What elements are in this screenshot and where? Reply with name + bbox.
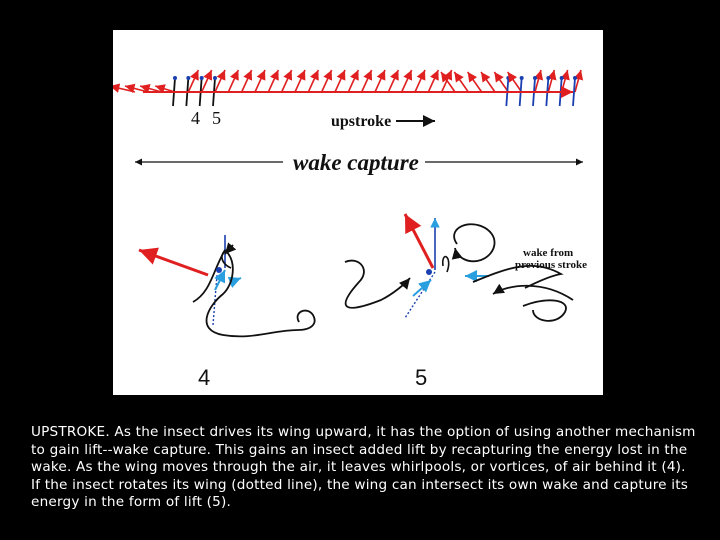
wake-vortex-right-upper [472,264,564,289]
upstroke-force-arrow [307,69,320,93]
panel-5-red-force-arrow [403,213,435,269]
panel-5-vortex-center [442,255,450,273]
upstroke-force-arrow [334,69,346,93]
wake-capture-label: wake capture [293,150,419,175]
upstroke-wing-dot [533,76,537,80]
upstroke-force-arrow [560,69,570,93]
wake-capture-diagram: 4 5 upstroke wake capture [113,30,603,395]
panel-4-label: 4 [198,365,210,390]
upstroke-force-arrow [187,69,200,93]
upstroke-force-vector-sequence [113,69,584,107]
upstroke-force-arrow [427,69,440,93]
upstroke-wing-dot [186,76,191,80]
upstroke-force-arrow [414,69,426,93]
upstroke-force-arrow [227,69,240,93]
panel-5-vortex-diagram [344,213,574,322]
caption-text: UPSTROKE. As the insect drives its wing … [31,424,696,510]
panel-4-flow-arrow-left [214,269,226,291]
wake-vortex-right-lower-loop [522,299,567,322]
panel-4-flow-arrow-right [227,276,242,289]
upstroke-force-arrow [360,69,373,93]
panel-5-vortex-loop-top [451,223,496,263]
upstroke-force-arrow [320,69,333,93]
panel-4-vortex-loop [221,249,232,269]
upstroke-wing-dot [559,76,564,80]
panel-5-label: 5 [415,365,427,390]
upstroke-force-arrow [453,71,469,93]
upstroke-force-arrow [400,69,413,93]
panel-4-wing-pivot-dot [216,267,222,273]
upstroke-position-5-label: 5 [212,108,221,128]
upstroke-force-arrow [347,69,360,93]
panel-4-vortex-diagram [138,235,316,338]
upstroke-wing-dot [506,76,511,80]
wake-vortex-right-lower [492,283,574,301]
upstroke-wing-dot [519,76,524,80]
upstroke-force-arrow [113,83,136,93]
upstroke-position-4-label: 4 [191,108,200,128]
upstroke-force-arrow [294,69,306,93]
upstroke-label: upstroke [331,113,391,130]
upstroke-force-arrow [493,71,509,93]
upstroke-wing-dot [199,76,204,80]
upstroke-force-arrow [467,71,483,93]
wake-from-label-line2: previous stroke [515,259,587,271]
upstroke-force-arrow [200,69,213,93]
upstroke-wing-dot [546,76,551,80]
upstroke-force-arrow [480,71,496,93]
panel-5-flow-arrow-left [412,279,432,297]
upstroke-force-arrow [440,71,456,93]
panel-4-vortex-path [192,249,316,338]
upstroke-wing-dot [213,76,217,80]
panel-4-red-force-arrow [138,247,209,277]
upstroke-force-arrow [573,69,584,93]
panel-5-vortex-left-path [344,259,411,309]
upstroke-force-arrow [214,69,226,93]
upstroke-wing-dot [573,76,577,80]
upstroke-force-arrow [387,69,400,93]
upstroke-force-arrow [240,69,253,93]
upstroke-wing-dot [173,76,177,80]
upstroke-force-arrow [533,69,544,93]
wake-from-label-line1: wake from [523,247,573,259]
upstroke-force-arrow [547,69,557,93]
upstroke-wing-position [572,77,576,107]
panel-5-wing-pivot-dot [426,269,432,275]
upstroke-force-arrow [374,69,386,93]
upstroke-force-arrow [280,69,293,93]
upstroke-force-arrow [254,69,266,93]
upstroke-force-arrow [507,71,523,93]
upstroke-force-arrow [267,69,280,93]
